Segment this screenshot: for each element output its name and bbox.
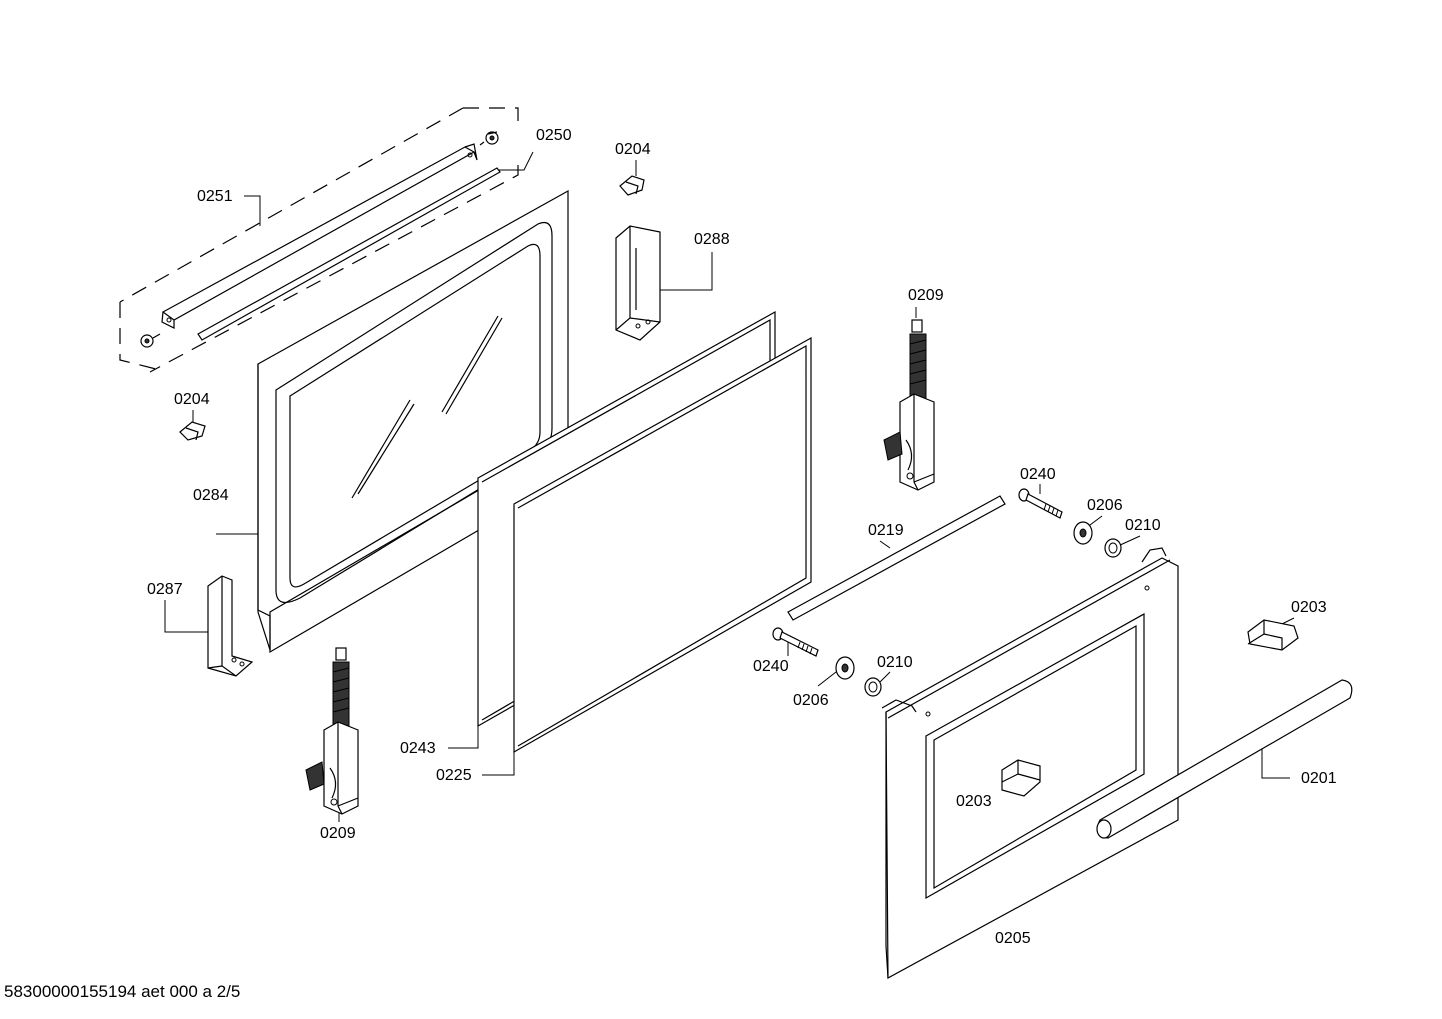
part-0201-handle-bar[interactable] — [1096, 679, 1353, 839]
part-0251-rail[interactable] — [161, 143, 478, 329]
label-0243[interactable]: 0243 — [400, 740, 436, 757]
label-0288[interactable]: 0288 — [694, 231, 730, 248]
label-0203-center[interactable]: 0203 — [956, 793, 992, 810]
label-0209-bottom[interactable]: 0209 — [320, 825, 356, 842]
label-0251[interactable]: 0251 — [197, 188, 233, 205]
label-0219[interactable]: 0219 — [868, 522, 904, 539]
label-0287[interactable]: 0287 — [147, 581, 183, 598]
label-0210-top[interactable]: 0210 — [1125, 517, 1161, 534]
part-0209-hinge-bottom[interactable] — [305, 647, 359, 815]
label-0250[interactable]: 0250 — [536, 127, 572, 144]
part-0206-washer-mid[interactable] — [835, 656, 855, 680]
label-0210-mid[interactable]: 0210 — [877, 654, 913, 671]
part-0204-clip-left[interactable] — [179, 421, 206, 441]
part-0203-holder-right[interactable] — [1247, 619, 1299, 651]
part-0284-inner-frame[interactable] — [257, 189, 569, 654]
dashed-group-outline — [119, 107, 519, 373]
part-0251-screw-top[interactable] — [479, 131, 499, 146]
part-0251-screw-bottom[interactable] — [140, 333, 161, 348]
part-0206-washer-top[interactable] — [1073, 521, 1093, 545]
part-0209-hinge-top[interactable] — [883, 319, 935, 491]
part-0204-clip-top[interactable] — [619, 175, 645, 196]
label-0206-mid[interactable]: 0206 — [793, 692, 829, 709]
label-0240-top[interactable]: 0240 — [1020, 466, 1056, 483]
label-0204-left[interactable]: 0204 — [174, 391, 210, 408]
part-0288-bracket[interactable] — [615, 225, 661, 341]
part-0225-glass-pane[interactable] — [513, 336, 812, 754]
label-0209-top[interactable]: 0209 — [908, 287, 944, 304]
label-0240-mid[interactable]: 0240 — [753, 658, 789, 675]
label-0204-top[interactable]: 0204 — [615, 141, 651, 158]
part-0203-holder-center[interactable] — [1001, 759, 1041, 797]
label-0201[interactable]: 0201 — [1301, 770, 1337, 787]
part-0210-nut-top[interactable] — [1104, 538, 1122, 558]
part-0210-nut-mid[interactable] — [864, 677, 882, 697]
part-0287-bracket[interactable] — [207, 575, 254, 677]
label-0205[interactable]: 0205 — [995, 930, 1031, 947]
part-0219-rod[interactable] — [787, 495, 1006, 621]
part-0250-strip[interactable] — [197, 167, 501, 341]
part-0240-bolt-mid[interactable] — [772, 627, 819, 657]
drawing-reference-code: 58300000155194 aet 000 a 2/5 — [4, 982, 241, 1001]
part-0240-bolt-top[interactable] — [1018, 488, 1063, 519]
label-0225[interactable]: 0225 — [436, 767, 472, 784]
label-0203-right[interactable]: 0203 — [1291, 599, 1327, 616]
label-0206-top[interactable]: 0206 — [1087, 497, 1123, 514]
label-0284[interactable]: 0284 — [193, 487, 229, 504]
